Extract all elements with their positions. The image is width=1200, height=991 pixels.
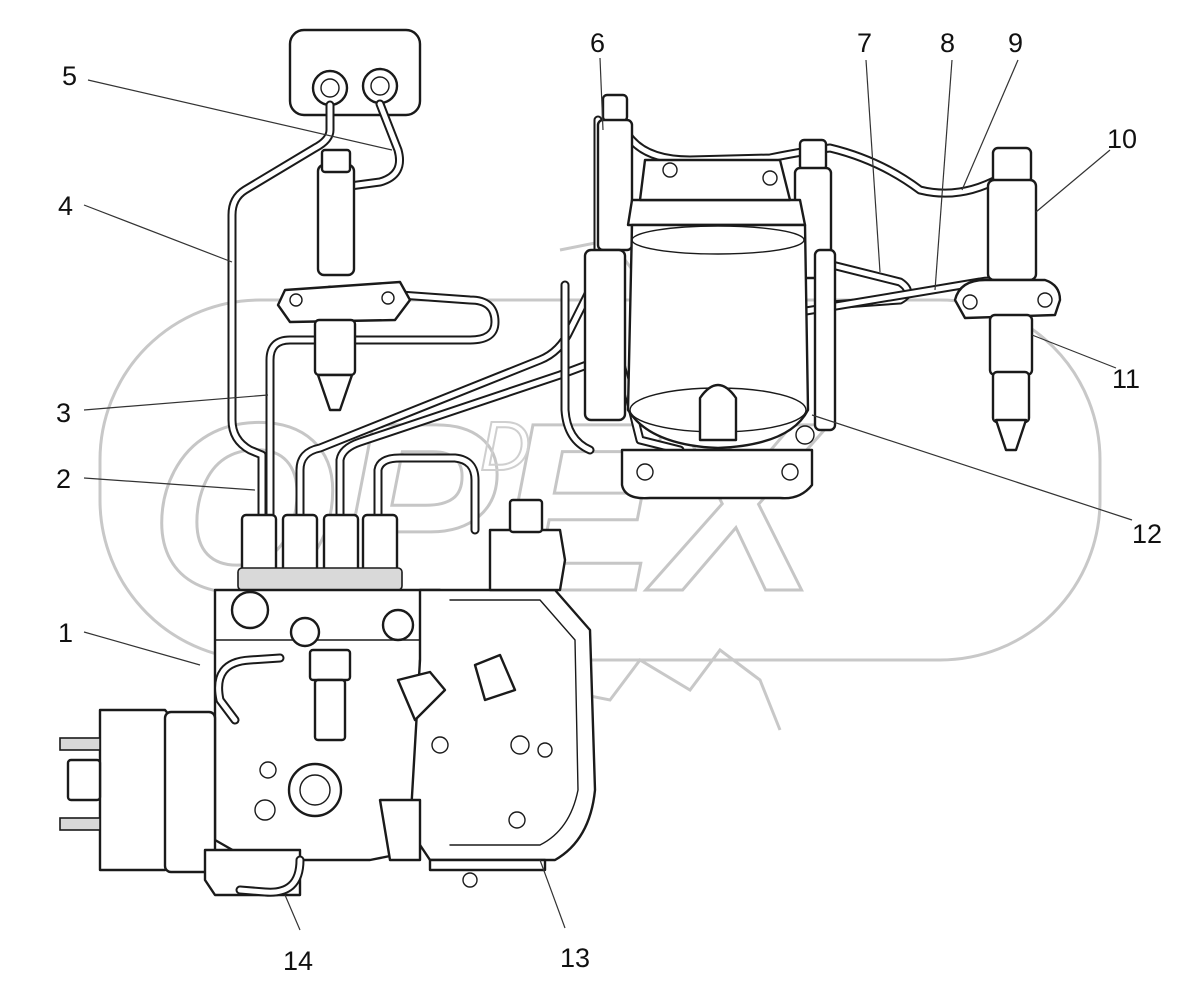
governor-top-unit bbox=[488, 528, 567, 592]
delivery-valve-3 bbox=[322, 513, 360, 577]
injector-left-clamp bbox=[276, 280, 412, 324]
delivery-valve-4 bbox=[361, 513, 399, 577]
filter-bowl bbox=[626, 223, 810, 450]
callout-12: 12 bbox=[1132, 519, 1162, 549]
callout-4: 4 bbox=[58, 191, 73, 221]
injector-right-body bbox=[986, 178, 1038, 282]
injector-left bbox=[276, 148, 412, 412]
callout-10: 10 bbox=[1107, 124, 1137, 154]
injector-right-clamp bbox=[953, 278, 1062, 320]
callout-14: 14 bbox=[283, 946, 313, 976]
leader-12 bbox=[811, 414, 1133, 521]
leader-14 bbox=[284, 894, 301, 931]
leader-13 bbox=[539, 859, 566, 929]
governor-lever bbox=[396, 670, 447, 722]
leader-11 bbox=[1031, 334, 1117, 369]
callout-7: 7 bbox=[857, 28, 872, 58]
filter-port-left bbox=[311, 69, 349, 107]
callout-9: 9 bbox=[1008, 28, 1023, 58]
callout-6: 6 bbox=[590, 28, 605, 58]
leader-10 bbox=[1035, 149, 1111, 213]
injection-pump bbox=[59, 513, 472, 897]
callout-13: 13 bbox=[560, 943, 590, 973]
callout-5: 5 bbox=[62, 61, 77, 91]
callout-2: 2 bbox=[56, 464, 71, 494]
leader-4 bbox=[83, 204, 233, 263]
leader-1 bbox=[83, 631, 201, 666]
injector-right-nozzle bbox=[994, 418, 1028, 452]
watermark-gear-bottom bbox=[559, 647, 782, 731]
leader-5 bbox=[87, 79, 393, 151]
callout-3: 3 bbox=[56, 398, 71, 428]
leader-9 bbox=[961, 59, 1019, 191]
leader-7 bbox=[865, 59, 881, 273]
pump-fill-cap bbox=[287, 762, 343, 818]
callout-8: 8 bbox=[940, 28, 955, 58]
watermark-letter: D bbox=[480, 407, 531, 485]
filter-bracket bbox=[288, 28, 422, 117]
injector-right bbox=[953, 146, 1062, 452]
governor bbox=[378, 498, 597, 888]
fuel-filter-housing bbox=[583, 158, 837, 500]
injector-right-cap bbox=[991, 146, 1033, 185]
injector-left-nozzle bbox=[316, 373, 354, 412]
leader-8 bbox=[934, 59, 953, 291]
filter-mount-bracket bbox=[620, 448, 814, 500]
filter-bracket-plate bbox=[288, 28, 422, 117]
leader-6 bbox=[599, 57, 604, 131]
callout-labels: 1 2 3 4 5 6 7 8 9 10 11 12 13 14 bbox=[56, 28, 1162, 976]
filter-head-top bbox=[626, 198, 807, 227]
filter-drain bbox=[698, 383, 738, 442]
delivery-valve-1 bbox=[240, 513, 278, 577]
callout-11: 11 bbox=[1112, 364, 1140, 394]
callout-1: 1 bbox=[58, 618, 73, 648]
leader-2 bbox=[83, 477, 256, 491]
delivery-valve-2 bbox=[281, 513, 319, 577]
leader-3 bbox=[83, 394, 269, 411]
leader-lines bbox=[83, 57, 1133, 931]
filter-port-right bbox=[361, 67, 399, 105]
